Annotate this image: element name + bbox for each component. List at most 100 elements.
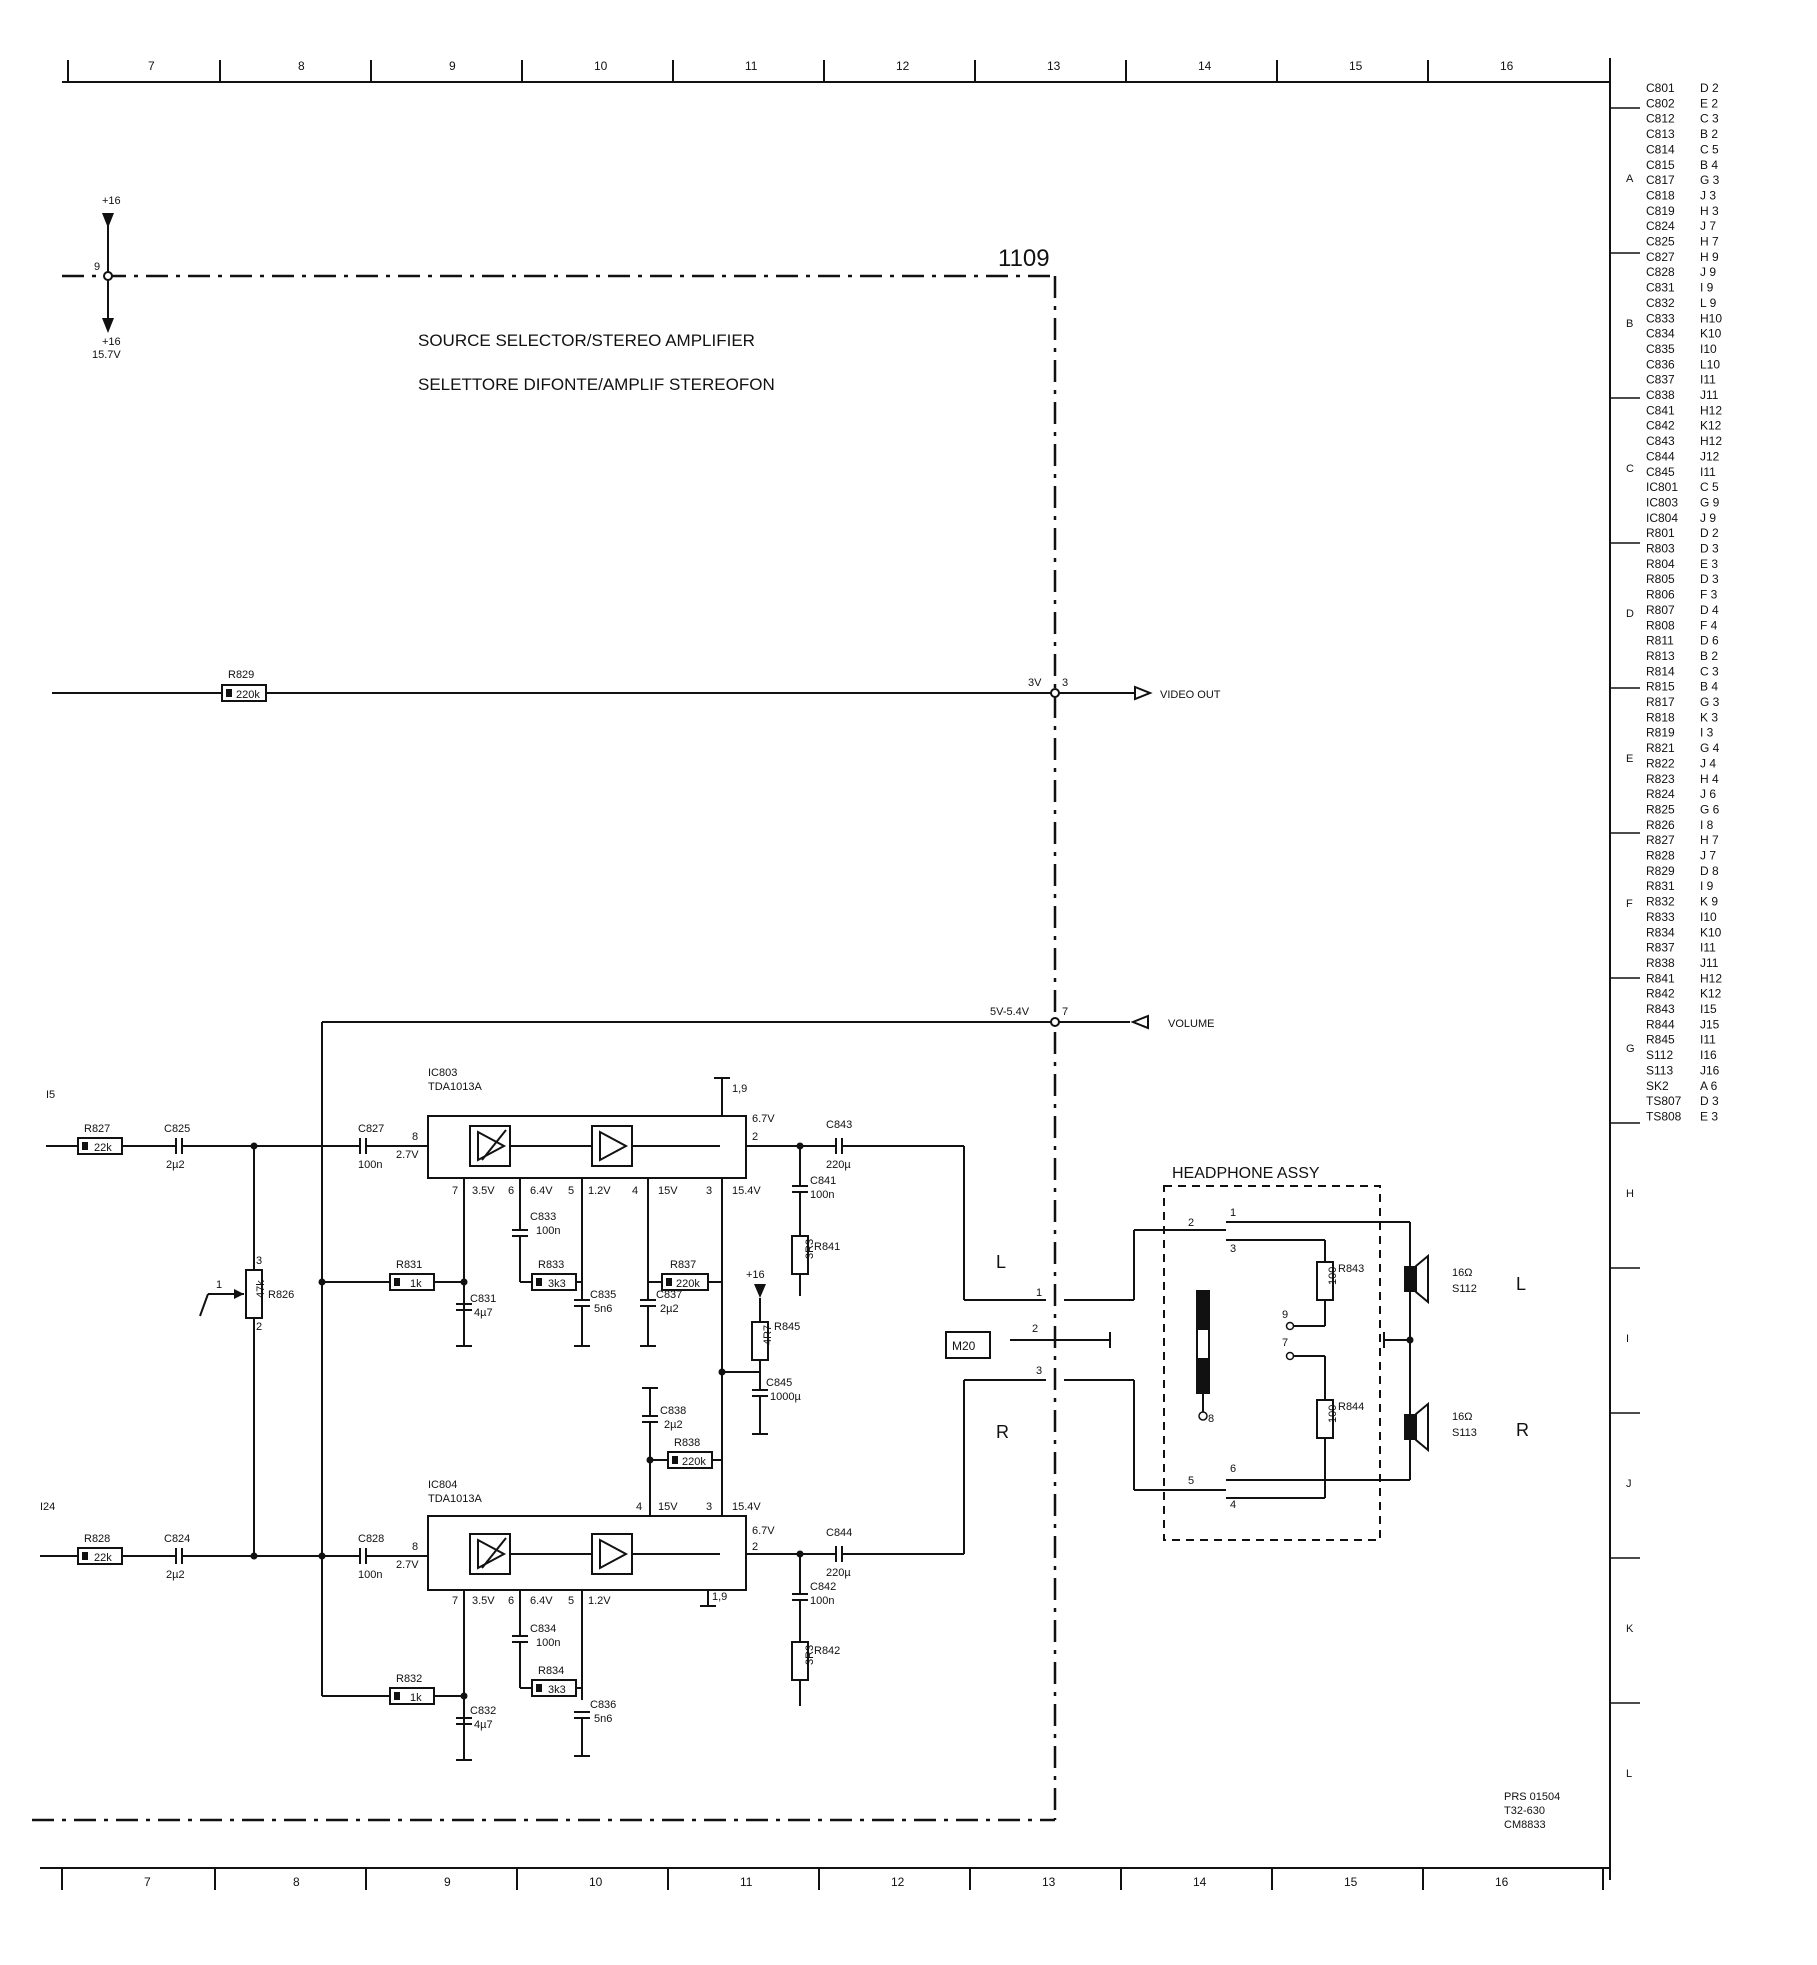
row-f: F (1626, 898, 1633, 910)
parts-index-ref: C834 (1646, 327, 1675, 341)
parts-index-ref: R801 (1646, 526, 1675, 540)
parts-index-ref: R844 (1646, 1017, 1675, 1031)
parts-index-location: H 4 (1700, 772, 1719, 786)
parts-index-ref: TS808 (1646, 1109, 1682, 1123)
parts-index-location: I 3 (1700, 726, 1714, 740)
col-bottom-13: 13 (1042, 1875, 1056, 1889)
c842-value: 100n (810, 1595, 834, 1607)
parts-index-location: I 8 (1700, 818, 1714, 832)
c824-value: 2µ2 (166, 1569, 185, 1581)
parts-index-ref: R813 (1646, 649, 1675, 663)
parts-index-ref: C833 (1646, 311, 1675, 325)
parts-index-ref: S112 (1646, 1048, 1673, 1062)
c831-label: C831 (470, 1293, 496, 1305)
parts-index-ref: IC803 (1646, 495, 1678, 509)
parts-index-ref: R845 (1646, 1033, 1675, 1047)
ic803-type: TDA1013A (428, 1081, 482, 1093)
parts-index-location: B 2 (1700, 649, 1718, 663)
parts-index-location: I10 (1700, 910, 1717, 924)
parts-index-location: C 3 (1700, 112, 1719, 126)
r843-value: 100 (1327, 1267, 1339, 1285)
r837-value: 220k (676, 1278, 700, 1290)
ic803-pin2: 2 (752, 1131, 758, 1143)
drawing-reference: PRS 01504 T32-630 CM8833 (1504, 1791, 1560, 1831)
r841-label: R841 (814, 1241, 840, 1253)
parts-index-location: J 9 (1700, 265, 1716, 279)
parts-index-location: J 4 (1700, 756, 1716, 770)
parts-index-location: J11 (1700, 956, 1719, 970)
m20-pin2: 2 (1032, 1323, 1038, 1335)
c845-value: 1000µ (770, 1391, 801, 1403)
parts-index-ref: R815 (1646, 680, 1675, 694)
row-b: B (1626, 318, 1633, 330)
footer-line-3: CM8833 (1504, 1819, 1546, 1831)
row-ruler: A B C D E F G H I J K L (1609, 58, 1640, 1880)
ic804-pin4: 4 (636, 1501, 642, 1513)
bottom-ruler: 7 8 9 10 11 12 13 14 15 16 (40, 1867, 1610, 1890)
parts-index-ref: C815 (1646, 158, 1675, 172)
col-bottom-9: 9 (444, 1875, 451, 1889)
parts-index-ref: R838 (1646, 956, 1675, 970)
r838-label: R838 (674, 1437, 700, 1449)
upper-output-chain: C843 220µ L C841 100n 3R3 R841 (746, 1119, 1046, 1301)
r833-value: 3k3 (548, 1278, 566, 1290)
parts-index-location: D 8 (1700, 864, 1719, 878)
parts-index-ref: C819 (1646, 204, 1675, 218)
c838-label: C838 (660, 1405, 686, 1417)
parts-index-location: D 3 (1700, 572, 1719, 586)
parts-index-ref: C831 (1646, 281, 1675, 295)
video-out-line: R829 220k 3V 3 VIDEO OUT (52, 669, 1221, 702)
top-ruler: 7 8 9 10 11 12 13 14 15 16 (62, 59, 1610, 83)
parts-index-ref: C835 (1646, 342, 1675, 356)
m20-pin1: 1 (1036, 1287, 1042, 1299)
ic803-out-voltage: 6.7V (752, 1113, 775, 1125)
c844-label: C844 (826, 1527, 852, 1539)
parts-index-location: C 5 (1700, 142, 1719, 156)
col-bottom-11: 11 (740, 1875, 753, 1889)
parts-index-location: H12 (1700, 434, 1722, 448)
parts-index-ref: C828 (1646, 265, 1675, 279)
parts-index-ref: C818 (1646, 188, 1675, 202)
col-top-14: 14 (1198, 59, 1212, 73)
s112-label: S112 (1452, 1283, 1477, 1295)
ic803-pin5-voltage: 1.2V (588, 1185, 611, 1197)
ic803-pin4-voltage: 15V (658, 1185, 678, 1197)
parts-index-ref: R842 (1646, 987, 1675, 1001)
parts-index-location: I11 (1700, 465, 1716, 479)
parts-index-location: J 6 (1700, 787, 1716, 801)
parts-index-location: B 4 (1700, 680, 1718, 694)
upper-input-chain: I5 R827 22k C825 2µ2 C827 100n (46, 1089, 428, 1556)
ic804-pin3: 3 (706, 1501, 712, 1513)
r844-value: 100 (1327, 1405, 1339, 1423)
parts-index-location: D 3 (1700, 542, 1719, 556)
parts-index-location: I 9 (1700, 281, 1714, 295)
diagram-title-italian: SELETTORE DIFONTE/AMPLIF STEREOFON (418, 375, 775, 394)
c843-value: 220µ (826, 1159, 851, 1171)
parts-index-location: G 3 (1700, 173, 1720, 187)
c844-value: 220µ (826, 1567, 851, 1579)
ic804-ref: IC804 (428, 1479, 457, 1491)
col-top-7: 7 (148, 59, 155, 73)
col-top-9: 9 (449, 59, 456, 73)
row-c: C (1626, 463, 1634, 475)
upper-support: R831 1k C831 4µ7 C833 100n R833 3k3 C835… (318, 1211, 801, 1500)
ic804-pin6-voltage: 6.4V (530, 1595, 553, 1607)
parts-index-ref: R843 (1646, 1002, 1675, 1016)
row-a: A (1626, 173, 1634, 185)
r832-value: 1k (410, 1692, 422, 1704)
diagram-title: SOURCE SELECTOR/STEREO AMPLIFIER (418, 331, 755, 350)
ic804-out-voltage: 6.7V (752, 1525, 775, 1537)
c824-label: C824 (164, 1533, 190, 1545)
c838-value: 2µ2 (664, 1419, 683, 1431)
ic804-pin3-voltage: 15.4V (732, 1501, 761, 1513)
supply-voltage: 15.7V (92, 349, 121, 361)
parts-index-ref: R822 (1646, 756, 1675, 770)
board-number: 1109 (998, 245, 1050, 272)
r826-pin3: 3 (256, 1255, 262, 1267)
parts-index-ref: C842 (1646, 419, 1675, 433)
lower-output-chain: C844 220µ R C842 100n 3R3 R842 (746, 1379, 1046, 1706)
parts-index-location: D 6 (1700, 634, 1719, 648)
parts-index-location: E 3 (1700, 557, 1718, 571)
r843-label: R843 (1338, 1263, 1364, 1275)
col-top-16: 16 (1500, 59, 1514, 73)
